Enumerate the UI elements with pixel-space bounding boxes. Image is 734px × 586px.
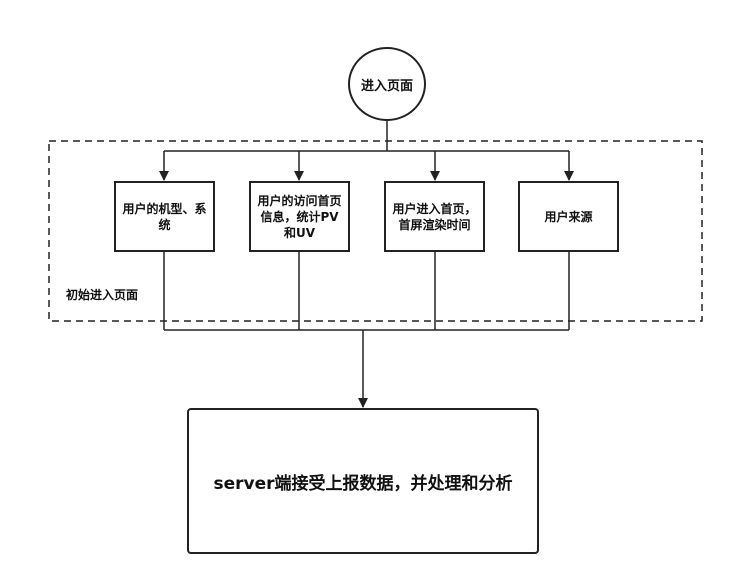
server-label: server端接受上报数据，并处理和分析 xyxy=(213,473,513,494)
step-label: 用户进入首页，首屏渲染时间 xyxy=(392,201,477,232)
step-user-source: 用户来源 xyxy=(518,181,619,252)
step-first-paint: 用户进入首页，首屏渲染时间 xyxy=(384,181,485,252)
step-label: 用户来源 xyxy=(544,209,593,224)
server-node: server端接受上报数据，并处理和分析 xyxy=(187,408,539,554)
group-boundary xyxy=(48,140,703,322)
group-label: 初始进入页面 xyxy=(66,288,139,302)
start-node: 进入页面 xyxy=(348,47,426,121)
start-label: 进入页面 xyxy=(360,78,413,94)
step-label: 用户的机型、系统 xyxy=(122,201,207,232)
step-page-visit: 用户的访问首页信息，统计PV和UV xyxy=(249,181,350,252)
step-device-info: 用户的机型、系统 xyxy=(114,181,215,252)
step-label: 用户的访问首页信息，统计PV和UV xyxy=(257,193,342,240)
